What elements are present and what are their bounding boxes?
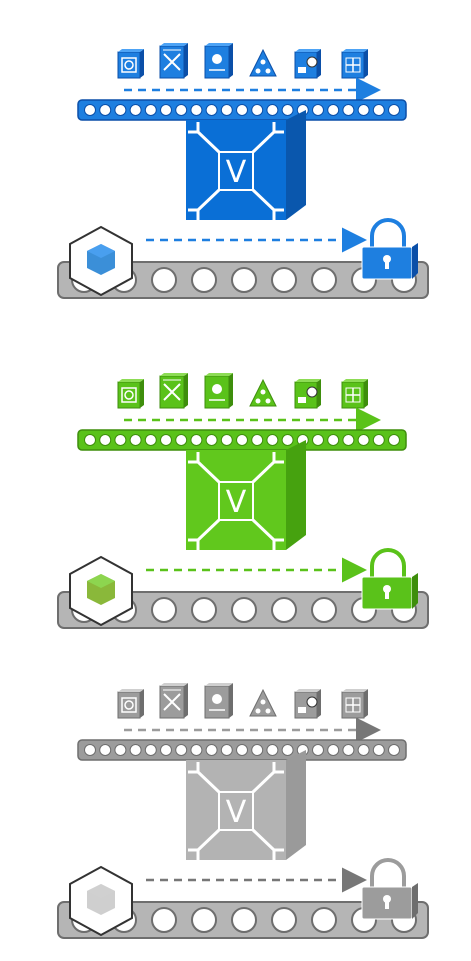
switch-icon	[159, 683, 188, 719]
switch-icon	[159, 373, 188, 409]
lock-icon	[361, 858, 418, 920]
lock-icon	[361, 548, 418, 610]
v-box: V	[186, 440, 306, 550]
router-icon	[204, 373, 233, 409]
package-cube-icon	[69, 555, 133, 627]
v-box-letter: V	[226, 155, 247, 190]
network-hub-icon	[249, 688, 277, 717]
panel-green: V	[57, 373, 429, 629]
package-cube-icon	[69, 225, 133, 297]
v-box: V	[186, 750, 306, 860]
firewall-icon	[117, 689, 144, 719]
panel-gray: V	[57, 683, 429, 939]
v-box: V	[186, 110, 306, 220]
matrix-switch-icon	[341, 379, 368, 409]
conveyor-belt-top	[77, 99, 407, 121]
switch-icon	[159, 43, 188, 79]
server-settings-icon	[294, 49, 321, 79]
server-settings-icon	[294, 689, 321, 719]
firewall-icon	[117, 379, 144, 409]
router-icon	[204, 683, 233, 719]
firewall-icon	[117, 49, 144, 79]
matrix-switch-icon	[341, 49, 368, 79]
network-hub-icon	[249, 378, 277, 407]
lock-icon	[361, 218, 418, 280]
v-box-letter: V	[226, 795, 247, 830]
router-icon	[204, 43, 233, 79]
conveyor-belt-top	[77, 429, 407, 451]
network-hub-icon	[249, 48, 277, 77]
conveyor-belt-top	[77, 739, 407, 761]
matrix-switch-icon	[341, 689, 368, 719]
server-settings-icon	[294, 379, 321, 409]
v-box-letter: V	[226, 485, 247, 520]
package-cube-icon	[69, 865, 133, 937]
panel-blue: V	[57, 43, 429, 299]
